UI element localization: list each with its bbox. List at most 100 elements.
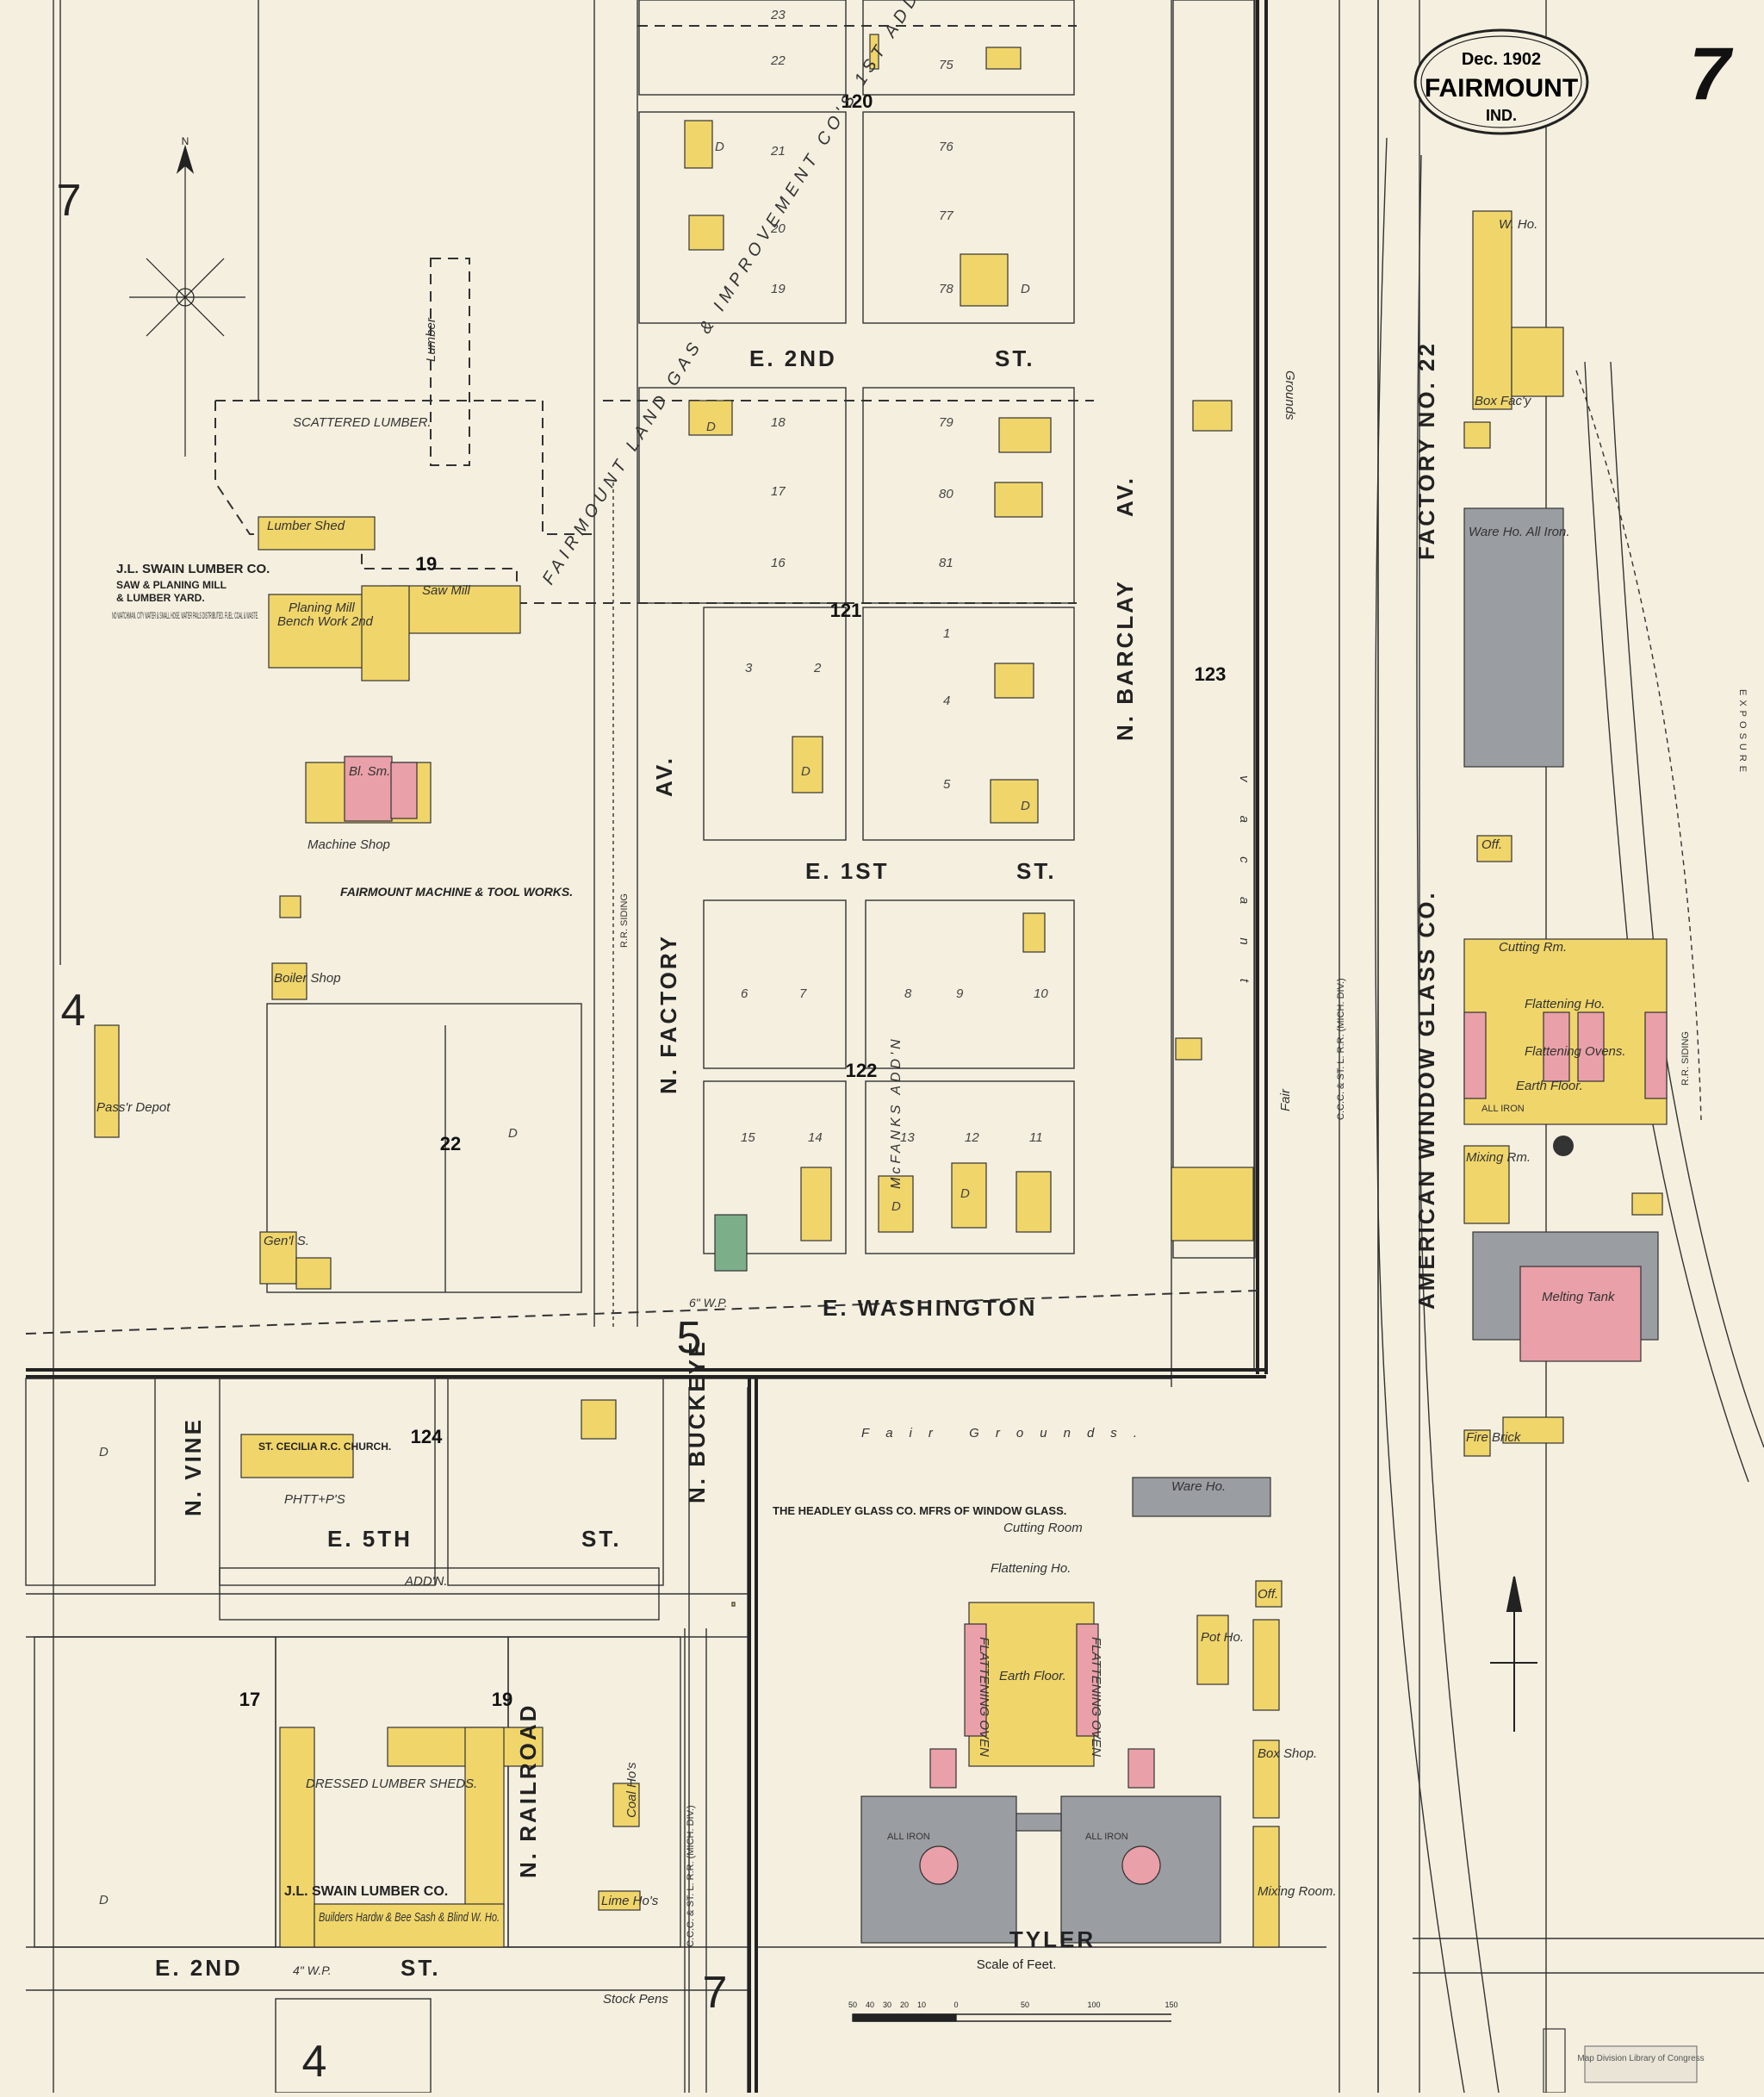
blacksmith-shop: Bl. Sm. <box>349 764 390 779</box>
lot-number: 8 <box>904 986 912 1001</box>
swain-bottom-name: J.L. SWAIN LUMBER CO. <box>284 1884 448 1899</box>
stock-pens: Stock Pens <box>603 1992 668 2007</box>
street-n-barclay: N. BARCLAY <box>1112 579 1138 741</box>
lot-number: 7 <box>799 986 807 1001</box>
edge-number-mid-left: 4 <box>61 986 86 1036</box>
glass-flattening-house: Flattening Ho. <box>1525 997 1605 1011</box>
dwelling-d: D <box>508 1126 518 1141</box>
section-borders <box>26 0 1268 2093</box>
scale-tick: 10 <box>917 2001 926 2009</box>
street-n-barclay-av: AV. <box>1112 476 1138 517</box>
machine-works-name: FAIRMOUNT MACHINE & TOOL WORKS. <box>340 885 573 899</box>
block-124: 124 <box>411 1426 443 1447</box>
cartouche-date: Dec. 1902 <box>1462 50 1541 69</box>
lot-number: 13 <box>900 1130 915 1145</box>
exposure-label: EXPOSURE <box>1737 689 1748 776</box>
dressed-lumber-sheds: DRESSED LUMBER SHEDS. <box>306 1777 477 1791</box>
lot-number: 4 <box>943 694 950 708</box>
swain-top-sub1: SAW & PLANING MILL <box>116 579 227 591</box>
glass-ware-house-top: W. Ho. <box>1499 217 1537 232</box>
lot-number: 17 <box>771 484 786 499</box>
street-n-railroad: N. RAILROAD <box>515 1703 541 1878</box>
cartouche-state: IND. <box>1486 107 1517 124</box>
general-store: Gen'l S. <box>264 1234 309 1248</box>
passenger-depot: Pass'r Depot <box>96 1100 171 1115</box>
lot-number: 76 <box>939 140 953 154</box>
street-n-buckeye: N. BUCKEYE <box>684 1340 710 1503</box>
coal-house-building <box>612 1783 640 1827</box>
railroad-ccc-bottom: C.C.C. & ST. L. R.R. (MICH. DIV.) <box>686 1805 696 1947</box>
scale-tick: 20 <box>900 2001 909 2009</box>
lot-number: 81 <box>939 556 953 570</box>
boiler-shop: Boiler Shop <box>274 971 341 986</box>
rr-siding-label-east: R.R. SIDING <box>1680 1031 1691 1086</box>
sheet-number: 7 <box>1689 33 1734 115</box>
street-n-vine: N. VINE <box>180 1417 206 1516</box>
lumber-stack: Lumber <box>424 317 438 362</box>
scale-tick: 0 <box>953 2001 958 2009</box>
melting-tank: Melting Tank <box>1542 1290 1616 1304</box>
stone-building <box>714 1214 748 1272</box>
block-outlines <box>25 0 1256 2094</box>
edge-number-bottom: 4 <box>302 2037 327 2087</box>
lot-number: 80 <box>939 487 953 501</box>
flattening-oven-right: FLATTENING OVEN <box>1089 1637 1103 1757</box>
lot-number: 1 <box>943 626 950 641</box>
scale-ticks: 50 40 30 20 10 0 50 100 150 <box>848 2001 1178 2009</box>
fair-grounds-left: Fair Grounds. <box>861 1426 1137 1441</box>
street-n-factory-av: AV. <box>651 756 677 797</box>
lime-house-building <box>598 1890 641 1911</box>
lot-number: 3 <box>745 661 753 675</box>
church-name: ST. CECILIA R.C. CHURCH. <box>258 1441 391 1453</box>
north-arrow <box>1490 1576 1537 1732</box>
block-123: 123 <box>1195 663 1227 685</box>
glass-iron-label: ALL IRON <box>1481 1104 1525 1114</box>
edge-number-five: 5 <box>677 1313 702 1363</box>
dwelling-d: D <box>960 1186 970 1201</box>
glass-office: Off. <box>1481 837 1502 852</box>
headley-ware-house: Ware Ho. <box>1171 1479 1226 1494</box>
glass-earth-floor: Earth Floor. <box>1516 1079 1583 1093</box>
lumber-shed: Lumber Shed <box>267 519 345 533</box>
block-121: 121 <box>830 600 862 621</box>
lot-number: 78 <box>939 282 953 296</box>
box-factory: Box Fac'y <box>1475 394 1532 408</box>
lot-number: 15 <box>741 1130 755 1145</box>
iron-buildings <box>860 507 1659 1944</box>
edge-number-bottom-center: 7 <box>703 1968 728 2018</box>
lot-numbers: 23 22 21 20 19 18 17 16 75 76 77 78 79 8… <box>741 8 1048 1145</box>
lot-number: 21 <box>770 144 786 159</box>
stack-marker <box>1553 1136 1574 1156</box>
headley-office: Off. <box>1258 1587 1278 1602</box>
lot-number: 2 <box>813 661 822 675</box>
dwelling-d: D <box>99 1445 109 1459</box>
lot-number: 18 <box>771 415 786 430</box>
compass-n: N <box>182 135 189 147</box>
street-e-washington: E. WASHINGTON <box>823 1295 1037 1321</box>
library-stamp-text: Map Division Library of Congress <box>1577 2054 1704 2063</box>
add-n-plat: ADD'N. <box>404 1574 448 1589</box>
cartouche-town: FAIRMOUNT <box>1425 74 1578 103</box>
lot-number: 79 <box>939 415 953 430</box>
lime-houses: Lime Ho's <box>601 1894 659 1908</box>
scale-title: Scale of Feet. <box>977 1957 1057 1972</box>
street-e-5th: E. 5TH <box>327 1526 413 1552</box>
scale-tick: 50 <box>1021 2001 1029 2009</box>
fair-vertical: Fair <box>1278 1088 1293 1111</box>
mixing-room: Mixing Room. <box>1258 1884 1337 1899</box>
lot-number: 14 <box>808 1130 823 1145</box>
box-shop: Box Shop. <box>1258 1746 1317 1761</box>
dwelling-d: D <box>801 764 811 779</box>
lot-number: 23 <box>770 8 786 22</box>
factory-no-22: FACTORY NO. 22 <box>1413 341 1439 560</box>
dwelling-d: D <box>99 1893 109 1907</box>
block-22: 22 <box>440 1133 461 1154</box>
bench-work: Bench Work 2nd <box>277 614 374 629</box>
lot-number: 16 <box>771 556 786 570</box>
street-e-2nd-south-st: ST. <box>401 1955 441 1981</box>
street-tyler: TYLER <box>1009 1926 1096 1952</box>
block-122: 122 <box>846 1060 878 1081</box>
headley-glass-name: THE HEADLEY GLASS CO. MFRS OF WINDOW GLA… <box>773 1504 1066 1517</box>
scale-tick: 30 <box>883 2001 891 2009</box>
